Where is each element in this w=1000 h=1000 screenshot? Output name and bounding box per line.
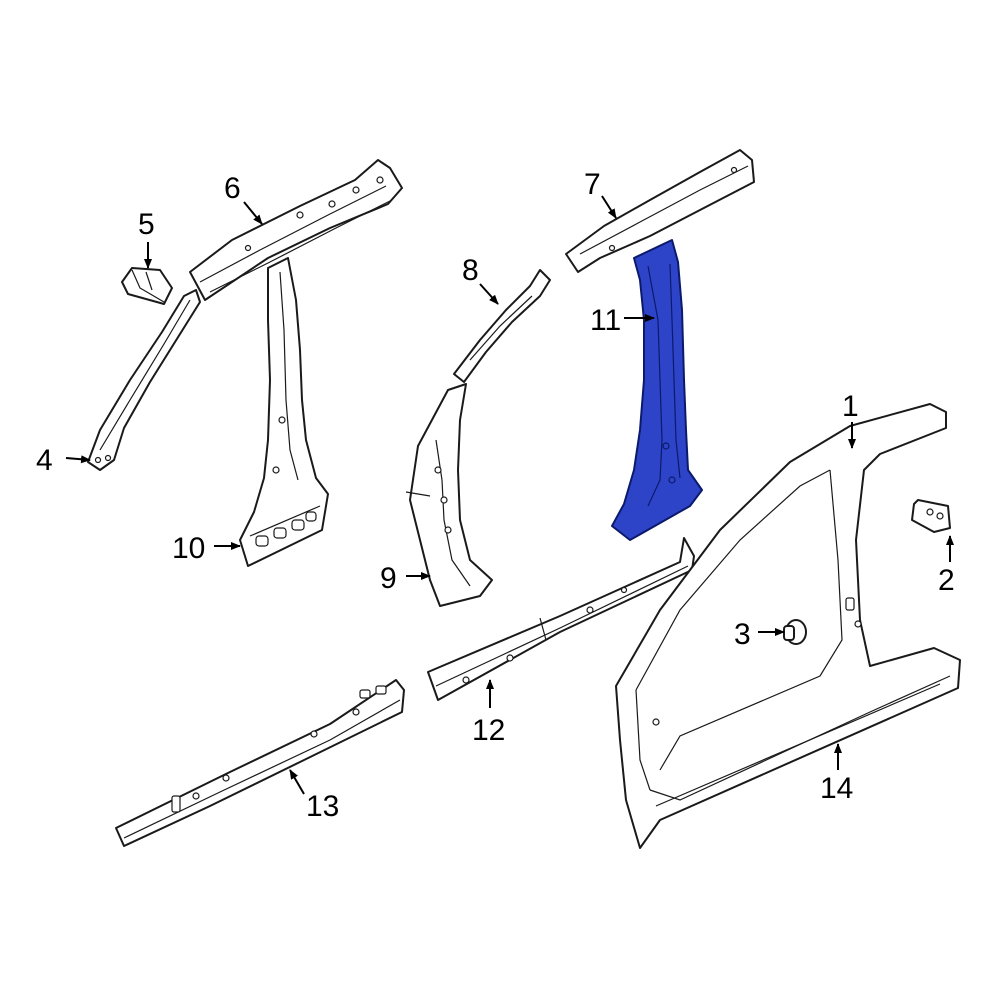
callout-5: 5 bbox=[138, 208, 155, 241]
callout-2: 2 bbox=[938, 564, 955, 597]
part-7-roof-rail-rear[interactable] bbox=[565, 149, 755, 273]
part-11-b-pillar-reinforcement[interactable] bbox=[611, 239, 703, 541]
part-10-b-pillar[interactable] bbox=[239, 257, 329, 567]
callout-8: 8 bbox=[462, 254, 479, 287]
leader-13 bbox=[289, 769, 305, 795]
leader-6 bbox=[243, 201, 263, 225]
callout-9: 9 bbox=[380, 562, 397, 595]
callout-10: 10 bbox=[172, 532, 205, 565]
callout-14: 14 bbox=[820, 772, 853, 805]
callout-labels: 1 2 3 4 5 6 7 8 9 10 11 12 13 14 bbox=[36, 168, 955, 823]
part-5-bracket[interactable] bbox=[121, 267, 173, 305]
leader-7 bbox=[601, 195, 617, 219]
leader-8 bbox=[479, 283, 499, 305]
part-3-clip[interactable] bbox=[783, 619, 807, 645]
part-9-b-pillar-inner[interactable] bbox=[405, 383, 493, 607]
callout-1: 1 bbox=[842, 390, 859, 423]
part-8-rail-center[interactable] bbox=[453, 269, 551, 383]
leader-4 bbox=[65, 455, 91, 464]
callout-4: 4 bbox=[36, 444, 53, 477]
callout-3: 3 bbox=[734, 618, 751, 651]
callout-12: 12 bbox=[472, 714, 505, 747]
part-2-plate[interactable] bbox=[911, 499, 951, 533]
callout-7: 7 bbox=[584, 168, 601, 201]
leader-lines bbox=[65, 195, 954, 795]
callout-13: 13 bbox=[306, 790, 339, 823]
part-12-rocker-inner[interactable] bbox=[427, 537, 695, 701]
part-4-pillar-upper[interactable] bbox=[87, 289, 201, 471]
part-6-roof-rail[interactable] bbox=[189, 159, 403, 301]
part-13-rocker-extension[interactable] bbox=[115, 679, 405, 847]
callout-6: 6 bbox=[224, 172, 241, 205]
callout-11: 11 bbox=[590, 304, 621, 337]
